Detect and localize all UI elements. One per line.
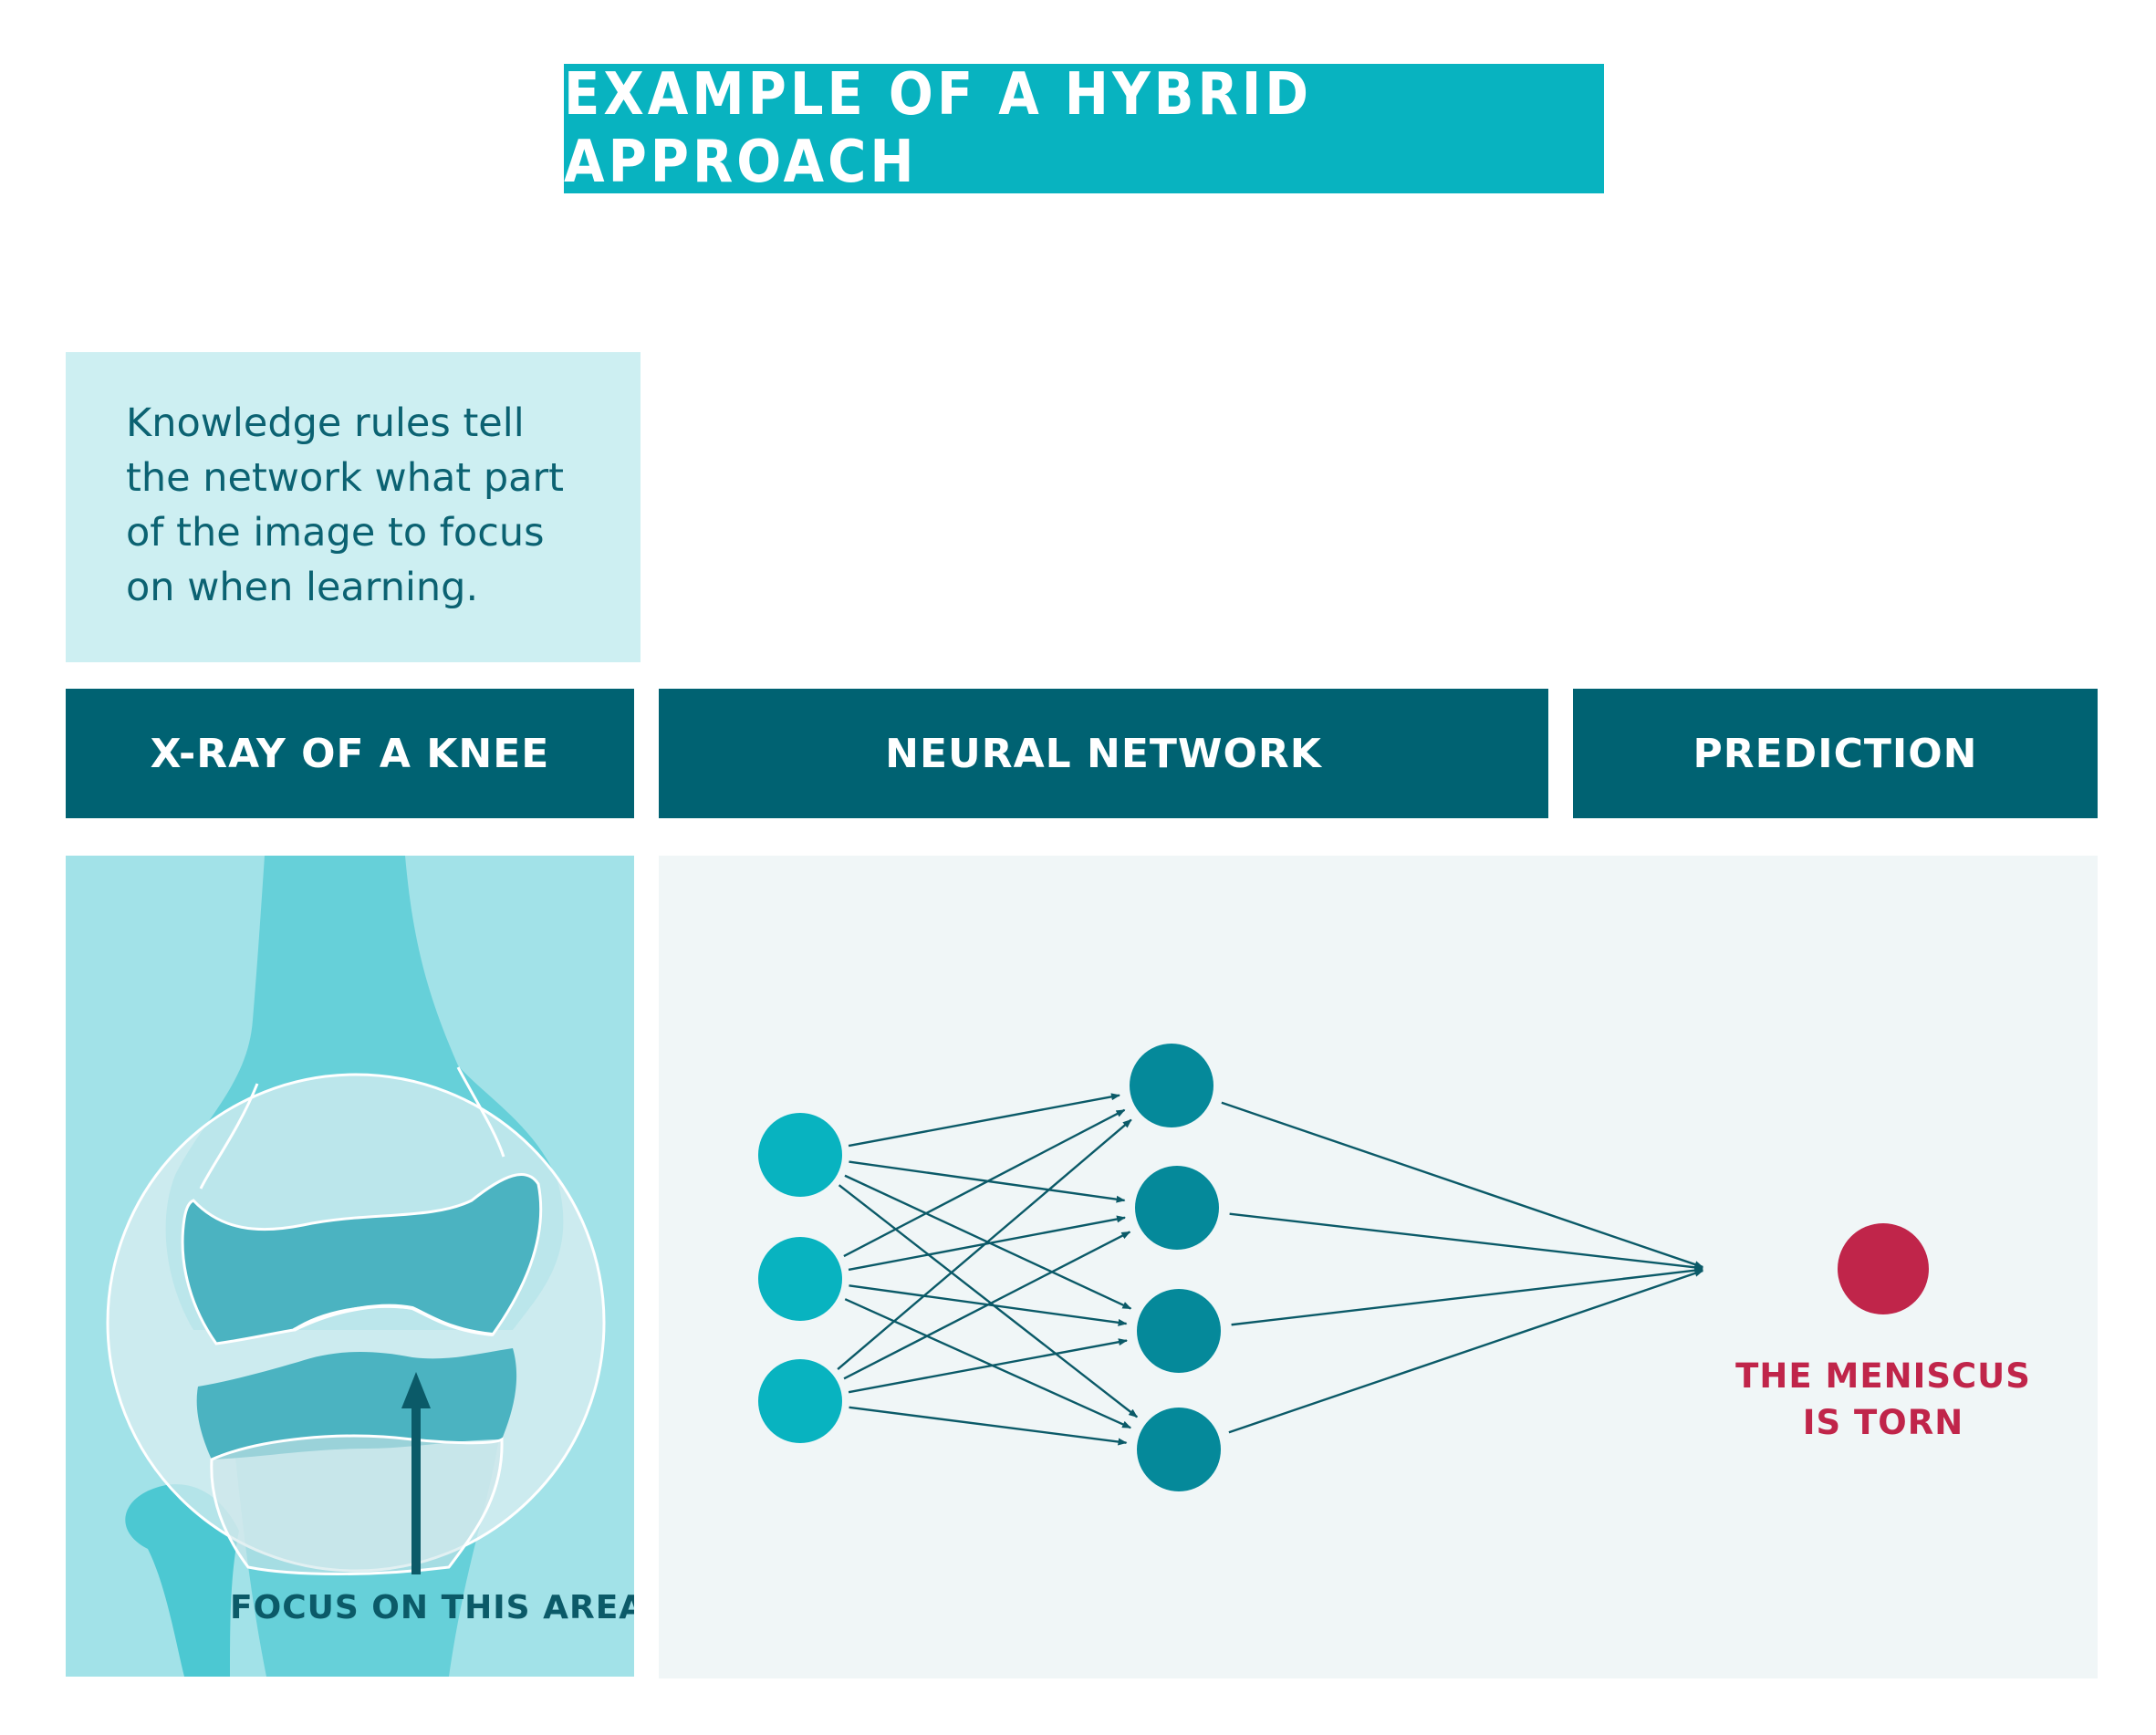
network-header-label: NEURAL NETWORK	[885, 730, 1322, 777]
note-line: on when learning.	[126, 565, 479, 610]
hidden-node	[1130, 1044, 1213, 1127]
prediction-line2: IS TORN	[1803, 1403, 1963, 1442]
xray-column-header: X-RAY OF A KNEE	[66, 689, 634, 818]
input-hidden-connection	[844, 1298, 1132, 1429]
page-title: EXAMPLE OF A HYBRID APPROACH	[564, 61, 1313, 196]
prediction-header-label: PREDICTION	[1693, 730, 1978, 777]
hidden-node	[1135, 1166, 1219, 1250]
note-line: of the image to focus	[126, 510, 545, 556]
prediction-column-header: PREDICTION	[1573, 689, 2098, 818]
prediction-dot	[1838, 1223, 1929, 1314]
prediction-line1: THE MENISCUS	[1735, 1356, 2031, 1396]
input-hidden-connection	[848, 1093, 1120, 1148]
tibial-plateau	[196, 1348, 517, 1460]
input-node	[758, 1237, 842, 1321]
hidden-output-connection	[1228, 1269, 1704, 1434]
xray-panel: FOCUS ON THIS AREA	[66, 856, 634, 1677]
neural-network-panel: THE MENISCUS IS TORN	[659, 856, 2098, 1678]
input-node	[758, 1113, 842, 1197]
input-hidden-connection	[849, 1406, 1128, 1446]
input-hidden-connection	[843, 1108, 1126, 1258]
focus-label: FOCUS ON THIS AREA	[230, 1589, 634, 1626]
title-banner: EXAMPLE OF A HYBRID APPROACH	[564, 61, 1604, 196]
fibula-bone	[125, 1484, 239, 1677]
hidden-output-connection	[1221, 1101, 1704, 1269]
note-line: Knowledge rules tell	[126, 400, 525, 446]
knee-xray-illustration: FOCUS ON THIS AREA	[66, 856, 634, 1677]
input-hidden-connection	[848, 1338, 1128, 1394]
network-column-header: NEURAL NETWORK	[659, 689, 1548, 818]
input-hidden-connection	[838, 1184, 1139, 1418]
input-node	[758, 1359, 842, 1443]
hidden-output-connection	[1231, 1266, 1704, 1326]
knowledge-rules-note: Knowledge rules tell the network what pa…	[66, 352, 641, 662]
hidden-node	[1137, 1408, 1221, 1491]
xray-header-label: X-RAY OF A KNEE	[150, 730, 550, 777]
note-line: the network what part	[126, 455, 565, 501]
neural-network-diagram: THE MENISCUS IS TORN	[659, 856, 2098, 1678]
hidden-node	[1137, 1289, 1221, 1373]
focus-arrow-head	[401, 1372, 431, 1408]
input-hidden-connection	[837, 1118, 1132, 1370]
hidden-output-connection	[1229, 1212, 1704, 1272]
input-hidden-connection	[843, 1231, 1131, 1380]
